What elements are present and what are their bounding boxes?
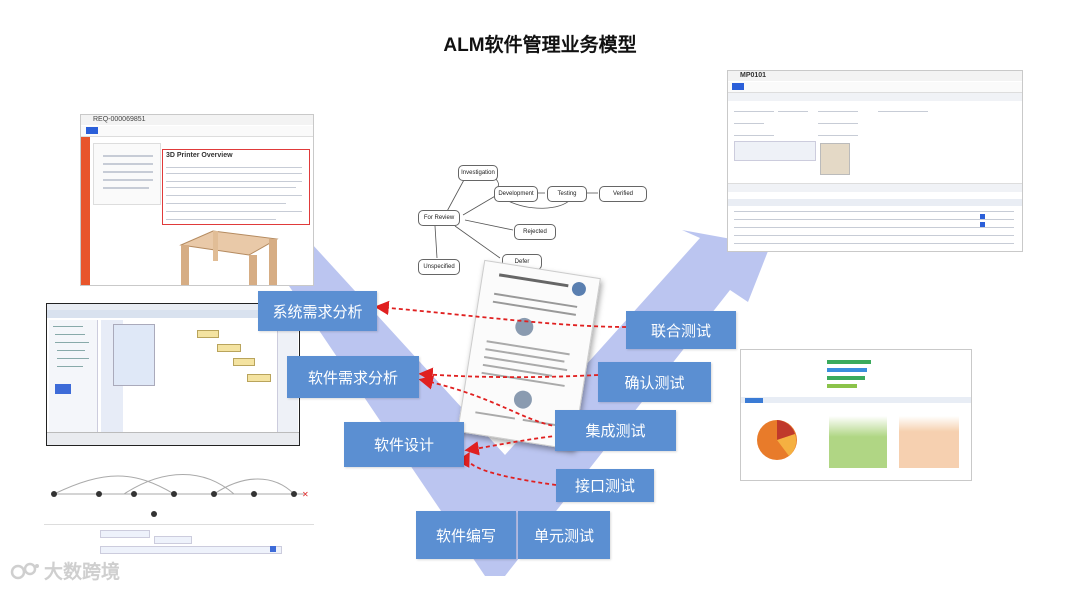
interface-test: 接口测试 (556, 469, 654, 502)
state-for-review: For Review (418, 210, 460, 226)
joint-test: 联合测试 (626, 311, 736, 349)
part-record-screenshot: MP0101 (727, 70, 1023, 252)
svg-text:✕: ✕ (302, 490, 309, 499)
watermark: 大数跨境 (10, 557, 120, 584)
unit-test: 单元测试 (518, 511, 610, 559)
state-testing: Testing (547, 186, 587, 202)
software-design: 软件设计 (344, 422, 464, 467)
state-verified: Verified (599, 186, 647, 202)
modeling-tool-screenshot (46, 303, 300, 446)
state-rejected: Rejected (514, 224, 556, 240)
part-id: MP0101 (740, 72, 767, 79)
workflow-screenshot: ✕ (44, 460, 314, 555)
req-heading: 3D Printer Overview (166, 152, 233, 159)
watermark-text: 大数跨境 (44, 562, 121, 583)
software-coding: 软件编写 (416, 511, 516, 559)
state-investigation: Investigation (458, 165, 498, 181)
watermark-logo-icon (10, 562, 39, 579)
printer-image (179, 230, 279, 285)
report-charts-screenshot (740, 349, 972, 481)
requirement-screenshot: REQ-000069851 3D Printer Overview (80, 114, 314, 286)
system-requirement-analysis: 系统需求分析 (258, 291, 377, 331)
confirmation-test: 确认测试 (598, 362, 711, 402)
state-development: Development (494, 186, 538, 202)
req-id: REQ-000069851 (93, 116, 146, 123)
integration-test: 集成测试 (555, 410, 676, 451)
software-requirement-analysis: 软件需求分析 (287, 356, 419, 398)
page-title: ALM软件管理业务模型 (443, 35, 637, 56)
state-unspecified: Unspecified (418, 259, 460, 275)
